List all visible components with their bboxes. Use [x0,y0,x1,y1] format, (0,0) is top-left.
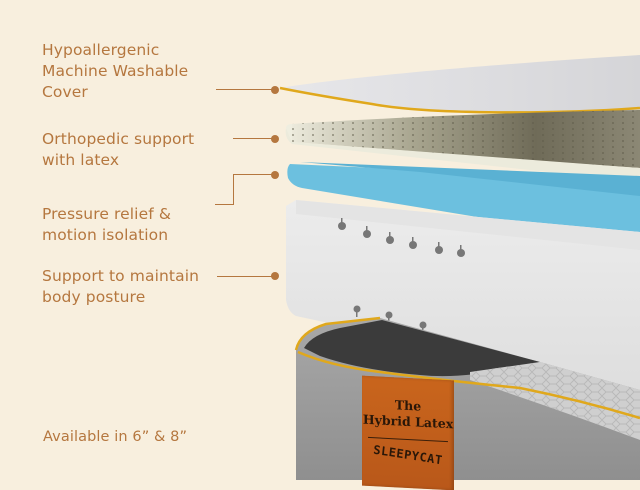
leader-line-pressure [233,174,274,205]
latex-layer [285,110,640,182]
leader-line-pressure-tail [215,204,234,205]
leader-dot-latex [271,135,279,143]
leader-line-latex [233,138,273,139]
leader-dot-cover [271,86,279,94]
leader-line-support [217,276,273,277]
product-tag: The Hybrid Latex SLEEPYCAT [362,375,454,490]
feature-label-pressure: Pressure relief & motion isolation [42,205,171,244]
support-foam-block [286,200,640,390]
brand-logo: SLEEPYCAT [372,442,444,468]
cover-layer [279,55,640,114]
feature-label-cover: Hypoallergenic Machine Washable Cover [42,41,189,101]
leader-dot-pressure [271,171,279,179]
leader-line-cover [216,89,274,90]
availability-note: Available in 6” & 8” [43,429,188,445]
spring-pins [338,218,465,333]
mattress-layers-illustration [279,55,640,480]
feature-label-latex: Orthopedic support with latex [42,130,195,169]
product-tag-divider [368,436,448,443]
leader-dot-support [271,272,279,280]
feature-label-support: Support to maintain body posture [42,267,200,306]
product-tag-title: The Hybrid Latex [362,397,454,432]
